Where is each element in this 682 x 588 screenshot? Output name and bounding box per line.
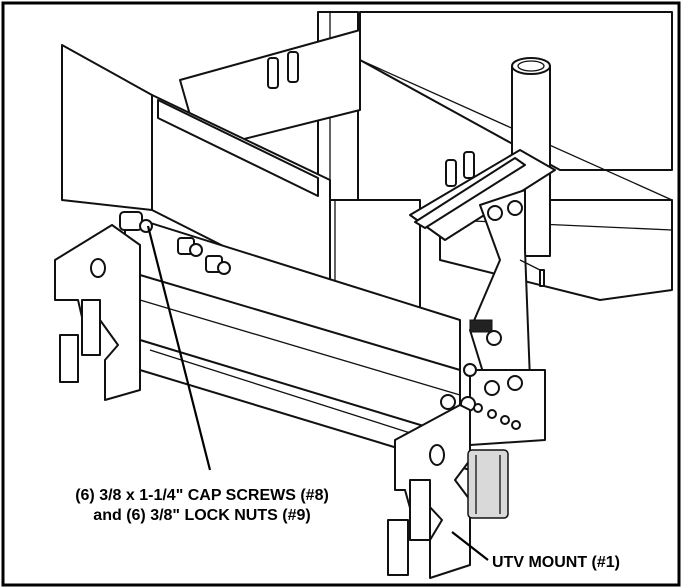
upper-bracket	[409, 149, 556, 446]
mount-callout: UTV MOUNT (#1)	[492, 554, 620, 571]
mount-leader-line	[451, 531, 489, 561]
fastener-leader-line	[146, 225, 212, 471]
fastener-callout-line1: (6) 3/8 x 1-1/4" CAP SCREWS (#8)	[75, 487, 329, 504]
fastener-callout-line2: and (6) 3/8" LOCK NUTS (#9)	[93, 507, 310, 524]
right-mount-plate	[387, 404, 509, 579]
bolt-set	[119, 200, 523, 430]
left-mount-plate	[54, 224, 141, 401]
